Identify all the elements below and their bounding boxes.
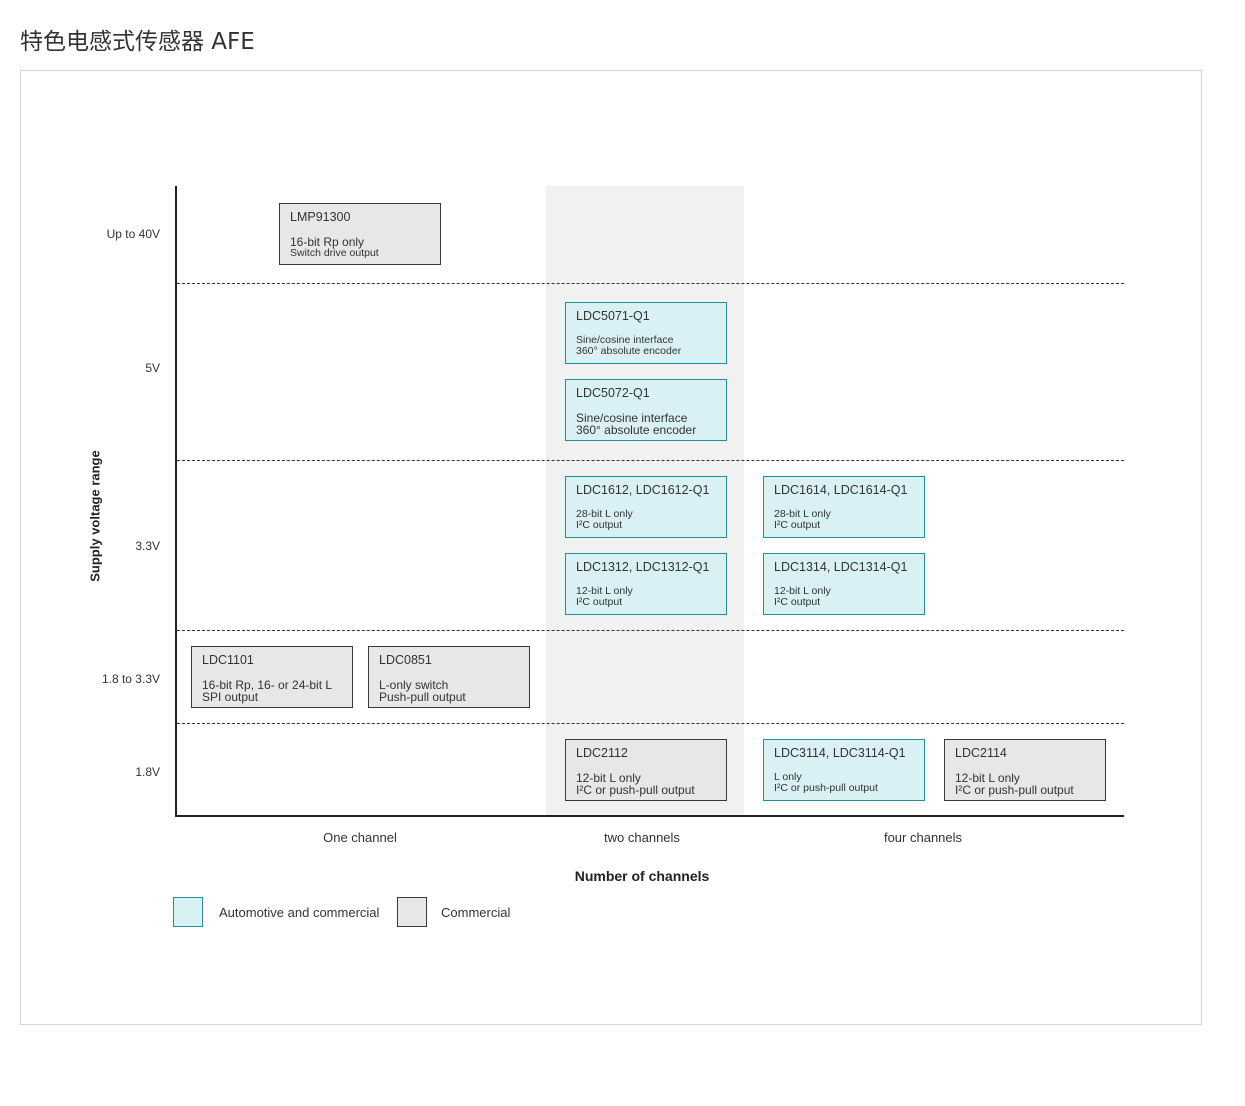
device-name: LDC5071-Q1	[576, 309, 650, 323]
device-name: LDC2112	[576, 746, 628, 760]
device-spec: 12-bit L only I²C or push-pull output	[576, 770, 695, 797]
device-box-ldc3114[interactable]: LDC3114, LDC3114-Q1 L only I²C or push-p…	[763, 739, 925, 801]
legend-swatch-commercial	[397, 897, 427, 927]
device-name: LDC5072-Q1	[576, 386, 650, 400]
device-box-lmp91300[interactable]: LMP91300 16-bit Rp only Switch drive out…	[279, 203, 441, 265]
separator-40v-5v	[177, 283, 1124, 284]
separator-3v3-1v8to3v3	[177, 630, 1124, 631]
y-label-5v: 5V	[145, 361, 160, 375]
y-axis-line	[175, 186, 177, 817]
legend-label-automotive: Automotive and commercial	[219, 905, 380, 920]
device-spec: 12-bit L only I²C or push-pull output	[955, 770, 1074, 797]
device-spec: 12-bit L only I²C output	[774, 584, 831, 608]
device-box-ldc1101[interactable]: LDC1101 16-bit Rp, 16- or 24-bit L SPI o…	[191, 646, 353, 708]
device-box-ldc5071-q1[interactable]: LDC5071-Q1 Sine/cosine interface 360° ab…	[565, 302, 727, 364]
y-label-up-to-40v: Up to 40V	[106, 227, 160, 241]
device-name: LDC2114	[955, 746, 1007, 760]
device-box-ldc5072-q1[interactable]: LDC5072-Q1 Sine/cosine interface 360° ab…	[565, 379, 727, 441]
device-box-ldc0851[interactable]: LDC0851 L-only switch Push-pull output	[368, 646, 530, 708]
x-axis-line	[175, 815, 1124, 817]
device-spec: Sine/cosine interface 360° absolute enco…	[576, 333, 682, 357]
device-name: LDC1614, LDC1614-Q1	[774, 483, 908, 497]
device-spec: L only I²C or push-pull output	[774, 770, 878, 794]
device-box-ldc2114[interactable]: LDC2114 12-bit L only I²C or push-pull o…	[944, 739, 1106, 801]
device-spec: 16-bit Rp only Switch drive output	[290, 234, 379, 259]
separator-5v-3v3	[177, 460, 1124, 461]
page-title: 特色电感式传感器 AFE	[20, 29, 255, 55]
device-box-ldc1614[interactable]: LDC1614, LDC1614-Q1 28-bit L only I²C ou…	[763, 476, 925, 538]
device-name: LMP91300	[290, 210, 351, 224]
x-label-two-channels: two channels	[604, 830, 680, 845]
y-label-1v8: 1.8V	[135, 765, 160, 779]
y-label-3v3: 3.3V	[135, 539, 160, 553]
separator-1v8to3v3-1v8	[177, 723, 1124, 724]
device-spec: 28-bit L only I²C output	[774, 507, 831, 531]
x-label-four-channels: four channels	[883, 830, 963, 845]
y-label-1v8-to-3v3: 1.8 to 3.3V	[101, 672, 160, 686]
x-label-one-channel: One channel	[323, 830, 397, 845]
x-axis-title: Number of channels	[574, 868, 710, 884]
device-spec: L-only switch Push-pull output	[379, 677, 466, 704]
device-box-ldc1314[interactable]: LDC1314, LDC1314-Q1 12-bit L only I²C ou…	[763, 553, 925, 615]
device-spec: 28-bit L only I²C output	[576, 507, 633, 531]
legend-swatch-automotive	[173, 897, 203, 927]
device-name: LDC1312, LDC1312-Q1	[576, 560, 710, 574]
device-box-ldc1312[interactable]: LDC1312, LDC1312-Q1 12-bit L only I²C ou…	[565, 553, 727, 615]
device-name: LDC1612, LDC1612-Q1	[576, 483, 710, 497]
device-name: LDC1314, LDC1314-Q1	[774, 560, 908, 574]
device-box-ldc2112[interactable]: LDC2112 12-bit L only I²C or push-pull o…	[565, 739, 727, 801]
device-name: LDC1101	[202, 653, 254, 667]
device-name: LDC0851	[379, 653, 432, 667]
device-box-ldc1612[interactable]: LDC1612, LDC1612-Q1 28-bit L only I²C ou…	[565, 476, 727, 538]
y-axis-title: Supply voltage range	[87, 450, 103, 582]
device-spec: 16-bit Rp, 16- or 24-bit L SPI output	[202, 677, 333, 704]
device-spec: Sine/cosine interface 360° absolute enco…	[576, 410, 697, 437]
legend-label-commercial: Commercial	[441, 905, 511, 920]
device-spec: 12-bit L only I²C output	[576, 584, 633, 608]
device-name: LDC3114, LDC3114-Q1	[774, 746, 906, 760]
